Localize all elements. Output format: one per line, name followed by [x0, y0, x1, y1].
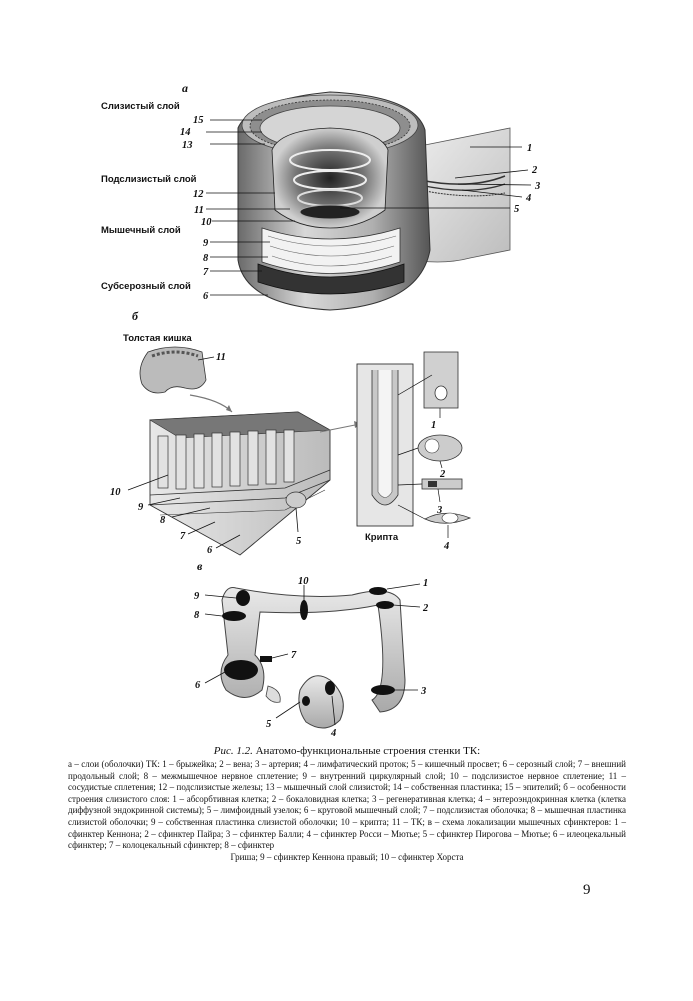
- panel-a-num-1: 1: [527, 143, 532, 154]
- crypt-label: Крипта: [365, 532, 399, 543]
- panel-b-cell-num-3: 3: [436, 505, 442, 516]
- panel-b-num-10: 10: [110, 487, 121, 498]
- figure-caption: Рис. 1.2. Анатомо-функциональные строени…: [68, 744, 626, 863]
- layer-label-mucosa: Слизистый слой: [101, 101, 180, 112]
- panel-v-num-6: 6: [195, 680, 201, 691]
- caption-title: Рис. 1.2. Анатомо-функциональные строени…: [68, 744, 626, 758]
- panel-a: а Слизистый слой Подслизистый слой Мышеч…: [101, 81, 540, 311]
- panel-a-num-13: 13: [182, 140, 193, 151]
- panel-b-num-9: 9: [138, 502, 144, 513]
- panel-b-cell-num-4: 4: [443, 541, 449, 552]
- panel-a-num-6: 6: [203, 291, 209, 302]
- panel-v-num-3: 3: [420, 686, 426, 697]
- panel-a-num-7: 7: [203, 267, 209, 278]
- panel-v-num-7: 7: [291, 650, 297, 661]
- panel-a-num-11: 11: [194, 205, 204, 216]
- layer-label-subserosa: Субсерозный слой: [101, 281, 191, 292]
- panel-a-num-15: 15: [193, 115, 204, 126]
- panel-b-num-7: 7: [180, 531, 186, 542]
- panel-b: б Толстая кишка 11: [110, 309, 472, 556]
- panel-a-letter: а: [182, 81, 188, 95]
- panel-a-num-8: 8: [203, 253, 209, 264]
- panel-b-cell-num-1: 1: [431, 420, 436, 431]
- panel-a-num-3: 3: [534, 181, 540, 192]
- panel-v-num-1: 1: [423, 578, 428, 589]
- layer-label-submucosa: Подслизистый слой: [101, 174, 197, 185]
- panel-b-num-6: 6: [207, 545, 213, 556]
- caption-last-line: Гриша; 9 – сфинктер Кеннона правый; 10 –…: [230, 851, 464, 862]
- panel-a-num-10: 10: [201, 217, 212, 228]
- panel-b-cell-num-2: 2: [439, 469, 446, 480]
- colon-icon-illustration: [139, 346, 207, 394]
- figure: а Слизистый слой Подслизистый слой Мышеч…: [101, 81, 540, 739]
- panel-v: в 10 9 8 7: [194, 559, 429, 739]
- panel-v-num-9: 9: [194, 591, 200, 602]
- panel-a-num-12: 12: [193, 189, 204, 200]
- panel-v-num-4: 4: [330, 728, 336, 739]
- panel-b-letter: б: [132, 309, 139, 323]
- layer-label-muscularis: Мышечный слой: [101, 225, 181, 236]
- panel-a-num-9: 9: [203, 238, 209, 249]
- panel-v-letter: в: [197, 559, 203, 573]
- page-number: 9: [583, 882, 591, 898]
- panel-a-num-2: 2: [531, 165, 538, 176]
- panel-a-num-14: 14: [180, 127, 191, 138]
- panel-a-num-4: 4: [525, 193, 531, 204]
- caption-body: а – слои (оболочки) ТК: 1 – брыжейка; 2 …: [68, 759, 626, 851]
- caption-fig-number: Рис. 1.2.: [213, 745, 253, 757]
- panel-v-num-5: 5: [266, 719, 271, 730]
- panel-v-num-10: 10: [298, 576, 309, 587]
- panel-b-num-8: 8: [160, 515, 166, 526]
- caption-title-text: Анатомо-функциональные строения стенки Т…: [252, 745, 481, 757]
- panel-b-num-11: 11: [216, 352, 226, 363]
- panel-b-num-5: 5: [296, 536, 301, 547]
- panel-a-num-5: 5: [514, 204, 519, 215]
- colon-label: Толстая кишка: [123, 333, 192, 344]
- panel-v-num-8: 8: [194, 610, 200, 621]
- panel-v-num-2: 2: [422, 603, 429, 614]
